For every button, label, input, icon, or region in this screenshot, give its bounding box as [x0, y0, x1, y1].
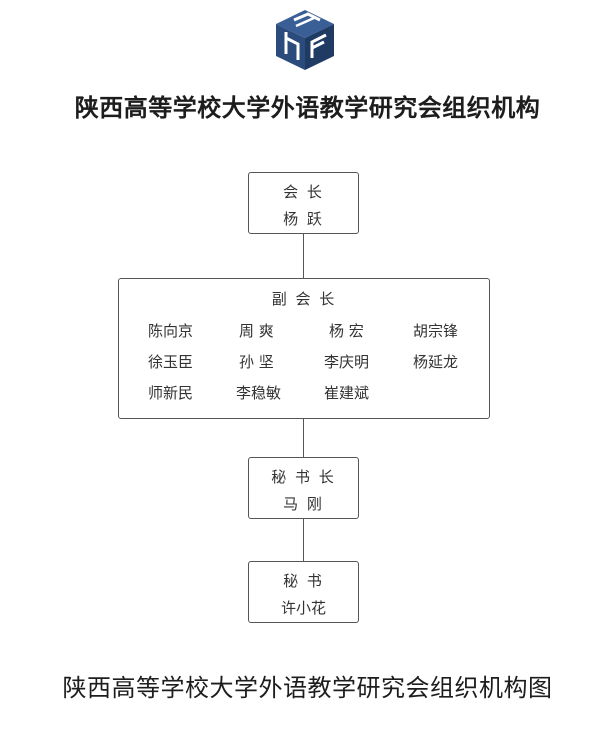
vice-president-name: 杨 宏 — [329, 322, 364, 340]
page-title: 陕西高等学校大学外语教学研究会组织机构 — [74, 94, 541, 122]
vice-president-name: 孙 坚 — [239, 353, 274, 371]
vice-president-name: 陈向京 — [148, 322, 194, 340]
secretary-general-box: 秘 书 长 马 刚 — [248, 457, 359, 519]
secretary-name: 许小花 — [280, 599, 326, 617]
secretary-general-name: 马 刚 — [283, 495, 324, 513]
vice-president-box: 副 会 长 陈向京 周 爽 杨 宏 胡宗锋 徐玉臣 孙 坚 李庆明 杨延龙 师新… — [118, 278, 490, 419]
president-name: 杨 跃 — [283, 210, 324, 228]
secretary-general-role: 秘 书 长 — [271, 468, 336, 486]
connector-vice-secretary-general — [303, 419, 304, 457]
secretary-box: 秘 书 许小花 — [248, 561, 359, 623]
secretary-role: 秘 书 — [283, 572, 324, 590]
connector-president-vice — [303, 234, 304, 278]
vice-president-name: 周 爽 — [239, 322, 274, 340]
president-box: 会 长 杨 跃 — [248, 172, 359, 234]
vice-president-name: 胡宗锋 — [413, 322, 459, 340]
vice-president-name: 李稳敏 — [236, 384, 282, 402]
vice-president-name: 崔建斌 — [324, 384, 370, 402]
chart-caption: 陕西高等学校大学外语教学研究会组织机构图 — [62, 674, 553, 702]
association-logo — [276, 10, 334, 70]
vice-president-role: 副 会 长 — [271, 290, 337, 308]
vice-president-name: 师新民 — [148, 384, 194, 402]
vice-president-name: 李庆明 — [324, 353, 370, 371]
connector-secretary-general-secretary — [303, 519, 304, 561]
vice-president-name: 杨延龙 — [413, 353, 459, 371]
vice-president-name: 徐玉臣 — [148, 353, 194, 371]
president-role: 会 长 — [283, 183, 324, 201]
